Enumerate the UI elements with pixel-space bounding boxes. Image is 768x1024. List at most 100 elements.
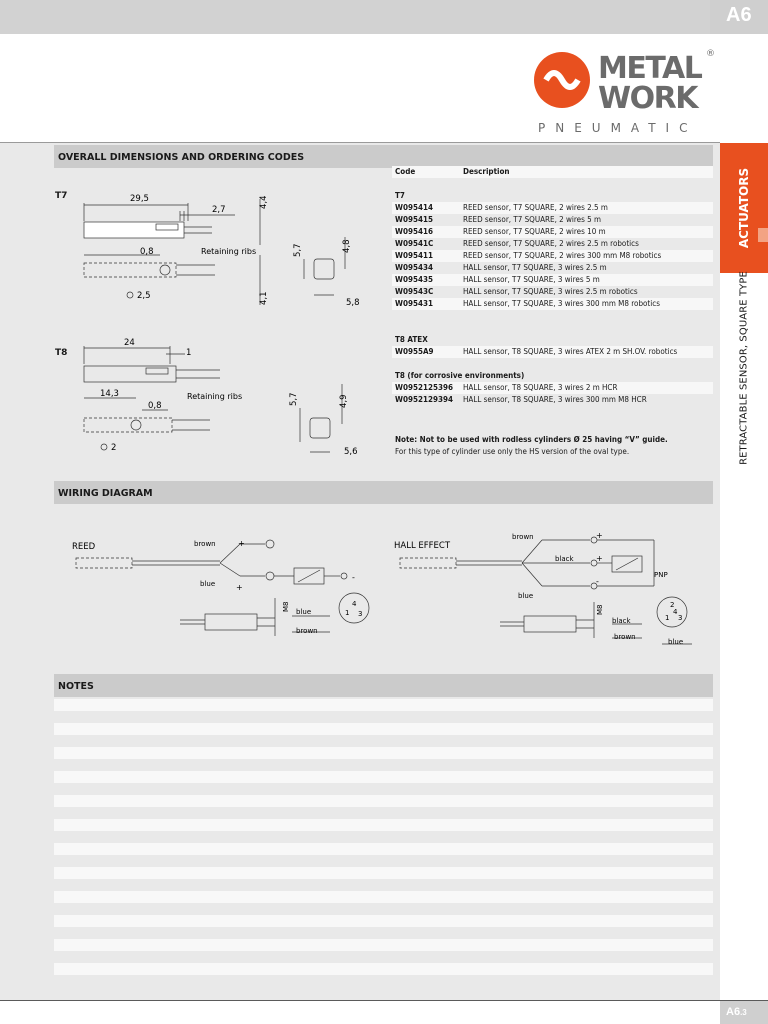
svg-text:+: + — [596, 554, 603, 563]
page-number: A6.3 — [720, 1001, 768, 1024]
code-cell: W0952125396 — [395, 383, 454, 392]
metal-work-logo: METAL WORK ® PNEUMATIC — [534, 49, 715, 135]
svg-text:4,1: 4,1 — [259, 291, 269, 305]
footer-divider — [0, 1000, 768, 1001]
logo-work: WORK — [598, 81, 700, 116]
note-line — [54, 915, 713, 927]
t8-drawing: 24 1 14,3 0,8 Retaining ribs 2 5,7 4,9 5… — [83, 338, 358, 457]
description-cell: HALL sensor, T8 SQUARE, 3 wires 300 mm M… — [463, 395, 647, 404]
usage-note-text: For this type of cylinder use only the H… — [395, 447, 630, 456]
svg-text:M8: M8 — [282, 602, 290, 613]
svg-text:3: 3 — [678, 614, 682, 622]
note-line — [54, 867, 713, 879]
code-cell: W095411 — [395, 251, 433, 260]
code-cell: W0952129394 — [395, 395, 454, 404]
svg-text:-: - — [352, 573, 355, 582]
svg-text:29,5: 29,5 — [130, 194, 149, 204]
description-cell: HALL sensor, T7 SQUARE, 3 wires 5 m — [463, 275, 600, 284]
svg-text:brown: brown — [194, 540, 216, 548]
svg-text:4,8: 4,8 — [342, 239, 352, 253]
description-cell: HALL sensor, T7 SQUARE, 3 wires 2.5 m — [463, 263, 607, 272]
svg-text:1: 1 — [186, 348, 191, 358]
description-cell — [405, 190, 713, 202]
svg-text:blue: blue — [296, 608, 311, 616]
svg-text:4: 4 — [352, 600, 357, 608]
header-divider — [0, 142, 720, 143]
svg-text:5,8: 5,8 — [346, 298, 360, 308]
svg-text:REED: REED — [72, 542, 96, 552]
svg-text:brown: brown — [296, 627, 318, 635]
description-cell: HALL sensor, T8 SQUARE, 3 wires 2 m HCR — [463, 383, 618, 392]
sidebar — [720, 142, 768, 1000]
t7-label: T7 — [55, 191, 68, 201]
svg-text:0,8: 0,8 — [140, 247, 154, 257]
table-group-title: T8 ATEX — [392, 334, 713, 346]
description-cell: HALL sensor, T7 SQUARE, 3 wires 300 mm M… — [463, 299, 660, 308]
hall-wiring-diagram: HALL EFFECT brown + black + - PNP blue M… — [394, 531, 692, 646]
svg-text:0,8: 0,8 — [148, 401, 162, 411]
table-group-title: T8 (for corrosive environments) — [392, 370, 713, 382]
code-cell: W095434 — [395, 263, 433, 272]
svg-text:black: black — [555, 555, 575, 563]
code-cell: Code — [395, 167, 416, 176]
description-cell: Description — [463, 167, 510, 176]
t8-label: T8 — [55, 348, 68, 358]
svg-text:M8: M8 — [596, 605, 604, 616]
description-cell: REED sensor, T7 SQUARE, 2 wires 2.5 m — [463, 203, 608, 212]
code-cell: W0955A9 — [395, 347, 434, 356]
svg-text:5,7: 5,7 — [289, 392, 299, 406]
note-line — [54, 891, 713, 903]
sidebar-subtitle: RETRACTABLE SENSOR, SQUARE TYPE — [738, 271, 750, 465]
description-cell — [524, 370, 713, 382]
svg-text:brown: brown — [512, 533, 534, 541]
svg-text:+: + — [236, 583, 243, 592]
svg-text:2: 2 — [670, 601, 674, 609]
table-row: W095416 REED sensor, T7 SQUARE, 2 wires 1… — [392, 226, 713, 238]
svg-text:blue: blue — [200, 580, 215, 588]
section-notes: NOTES — [54, 674, 713, 697]
description-cell — [428, 334, 713, 346]
code-cell: T8 ATEX — [395, 335, 428, 344]
description-cell: REED sensor, T7 SQUARE, 2 wires 300 mm M… — [463, 251, 662, 260]
svg-text:+: + — [238, 539, 245, 548]
notes-area — [54, 699, 713, 987]
note-line — [54, 771, 713, 783]
logo-pneumatic: PNEUMATIC — [538, 121, 697, 135]
table-row: W095435 HALL sensor, T7 SQUARE, 3 wires 5… — [392, 274, 713, 286]
table-spacer — [392, 358, 713, 370]
usage-note-bold: Note: Not to be used with rodless cylind… — [395, 435, 668, 444]
table-row: W0952125396 HALL sensor, T8 SQUARE, 3 wir… — [392, 382, 713, 394]
note-line — [54, 963, 713, 975]
usage-note: Note: Not to be used with rodless cylind… — [395, 434, 715, 458]
svg-text:2,7: 2,7 — [212, 205, 226, 215]
svg-text:4: 4 — [673, 608, 678, 616]
note-line — [54, 747, 713, 759]
svg-text:24: 24 — [124, 338, 135, 348]
section-wiring: WIRING DIAGRAM — [54, 481, 713, 504]
code-cell: W09541C — [395, 239, 434, 248]
svg-text:-: - — [596, 577, 599, 586]
svg-text:blue: blue — [518, 592, 533, 600]
logo-registered: ® — [706, 49, 715, 59]
description-cell: REED sensor, T7 SQUARE, 2 wires 10 m — [463, 227, 606, 236]
code-cell: W095416 — [395, 227, 433, 236]
sidebar-category-block — [720, 143, 768, 273]
svg-text:4,4: 4,4 — [259, 195, 269, 209]
svg-text:PNP: PNP — [654, 571, 668, 579]
svg-text:Retaining ribs: Retaining ribs — [201, 247, 256, 256]
svg-text:1: 1 — [345, 609, 349, 617]
note-line — [54, 699, 713, 711]
svg-text:2: 2 — [111, 443, 116, 453]
table-header: Code Description — [392, 166, 713, 178]
code-cell: W095435 — [395, 275, 433, 284]
note-line — [54, 939, 713, 951]
svg-text:HALL EFFECT: HALL EFFECT — [394, 541, 451, 551]
description-cell: REED sensor, T7 SQUARE, 2 wires 5 m — [463, 215, 602, 224]
logo-metal: METAL — [598, 51, 703, 86]
sidebar-notch — [758, 228, 768, 242]
